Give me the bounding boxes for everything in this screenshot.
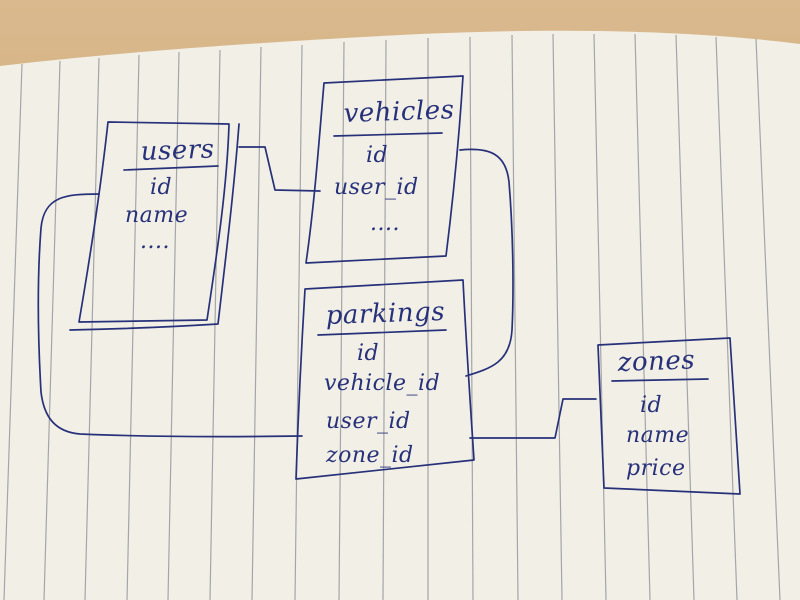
table-users-box [78,121,230,323]
table-vehicles-title: vehicles [343,95,455,129]
ruled-line [469,36,474,600]
table-parkings-box [295,279,475,480]
table-users-field: .... [140,229,170,254]
ruled-line [593,33,607,600]
ruled-line [294,44,303,600]
table-parkings-title: parkings [325,297,445,331]
relation-lines [37,146,597,439]
table-vehicles-field: id [366,143,388,168]
table-vehicles-header-line [333,132,443,137]
ruled-line [382,39,387,600]
table-parkings: parkings id vehicle_id user_id zone_id [295,279,475,480]
relation-line-users-parkings [37,193,303,438]
ruled-line [552,33,563,600]
ruled-line [251,46,262,600]
table-parkings-field: user_id [326,409,411,434]
table-zones-field: price [626,456,685,481]
relation-line-users-vehicles [238,146,321,192]
notebook-paper [0,30,800,600]
table-vehicles-box [305,75,464,264]
table-zones-title: zones [616,345,695,378]
ruled-line [675,34,695,600]
ruled-line [3,63,23,600]
table-zones-box [597,337,741,495]
table-users-title: users [140,134,215,167]
ruled-line [715,36,738,600]
table-parkings-field: vehicle_id [324,371,440,396]
table-vehicles-field: .... [370,211,400,236]
table-parkings-field: zone_id [325,443,414,468]
table-users-shadow [69,123,240,331]
table-parkings-header-line [317,329,447,336]
table-users-field: id [150,175,172,200]
table-users-field: name [125,203,188,228]
table-zones: zones id name price [597,337,741,495]
table-zones-header-line [611,378,709,382]
table-parkings-field: id [357,341,379,366]
table-vehicles: vehicles id user_id .... [305,75,464,264]
relation-line-parkings-zones [469,398,597,439]
ruled-line [43,60,61,600]
table-zones-field: name [626,423,689,448]
ruled-line [755,38,781,600]
ruled-line [634,33,651,600]
table-vehicles-field: user_id [334,175,419,200]
relation-line-vehicles-parkings [459,148,514,377]
table-zones-field: id [640,393,662,418]
table-users-header-line [123,165,219,171]
table-users: users id name .... [69,121,240,331]
ruled-line [511,34,519,600]
